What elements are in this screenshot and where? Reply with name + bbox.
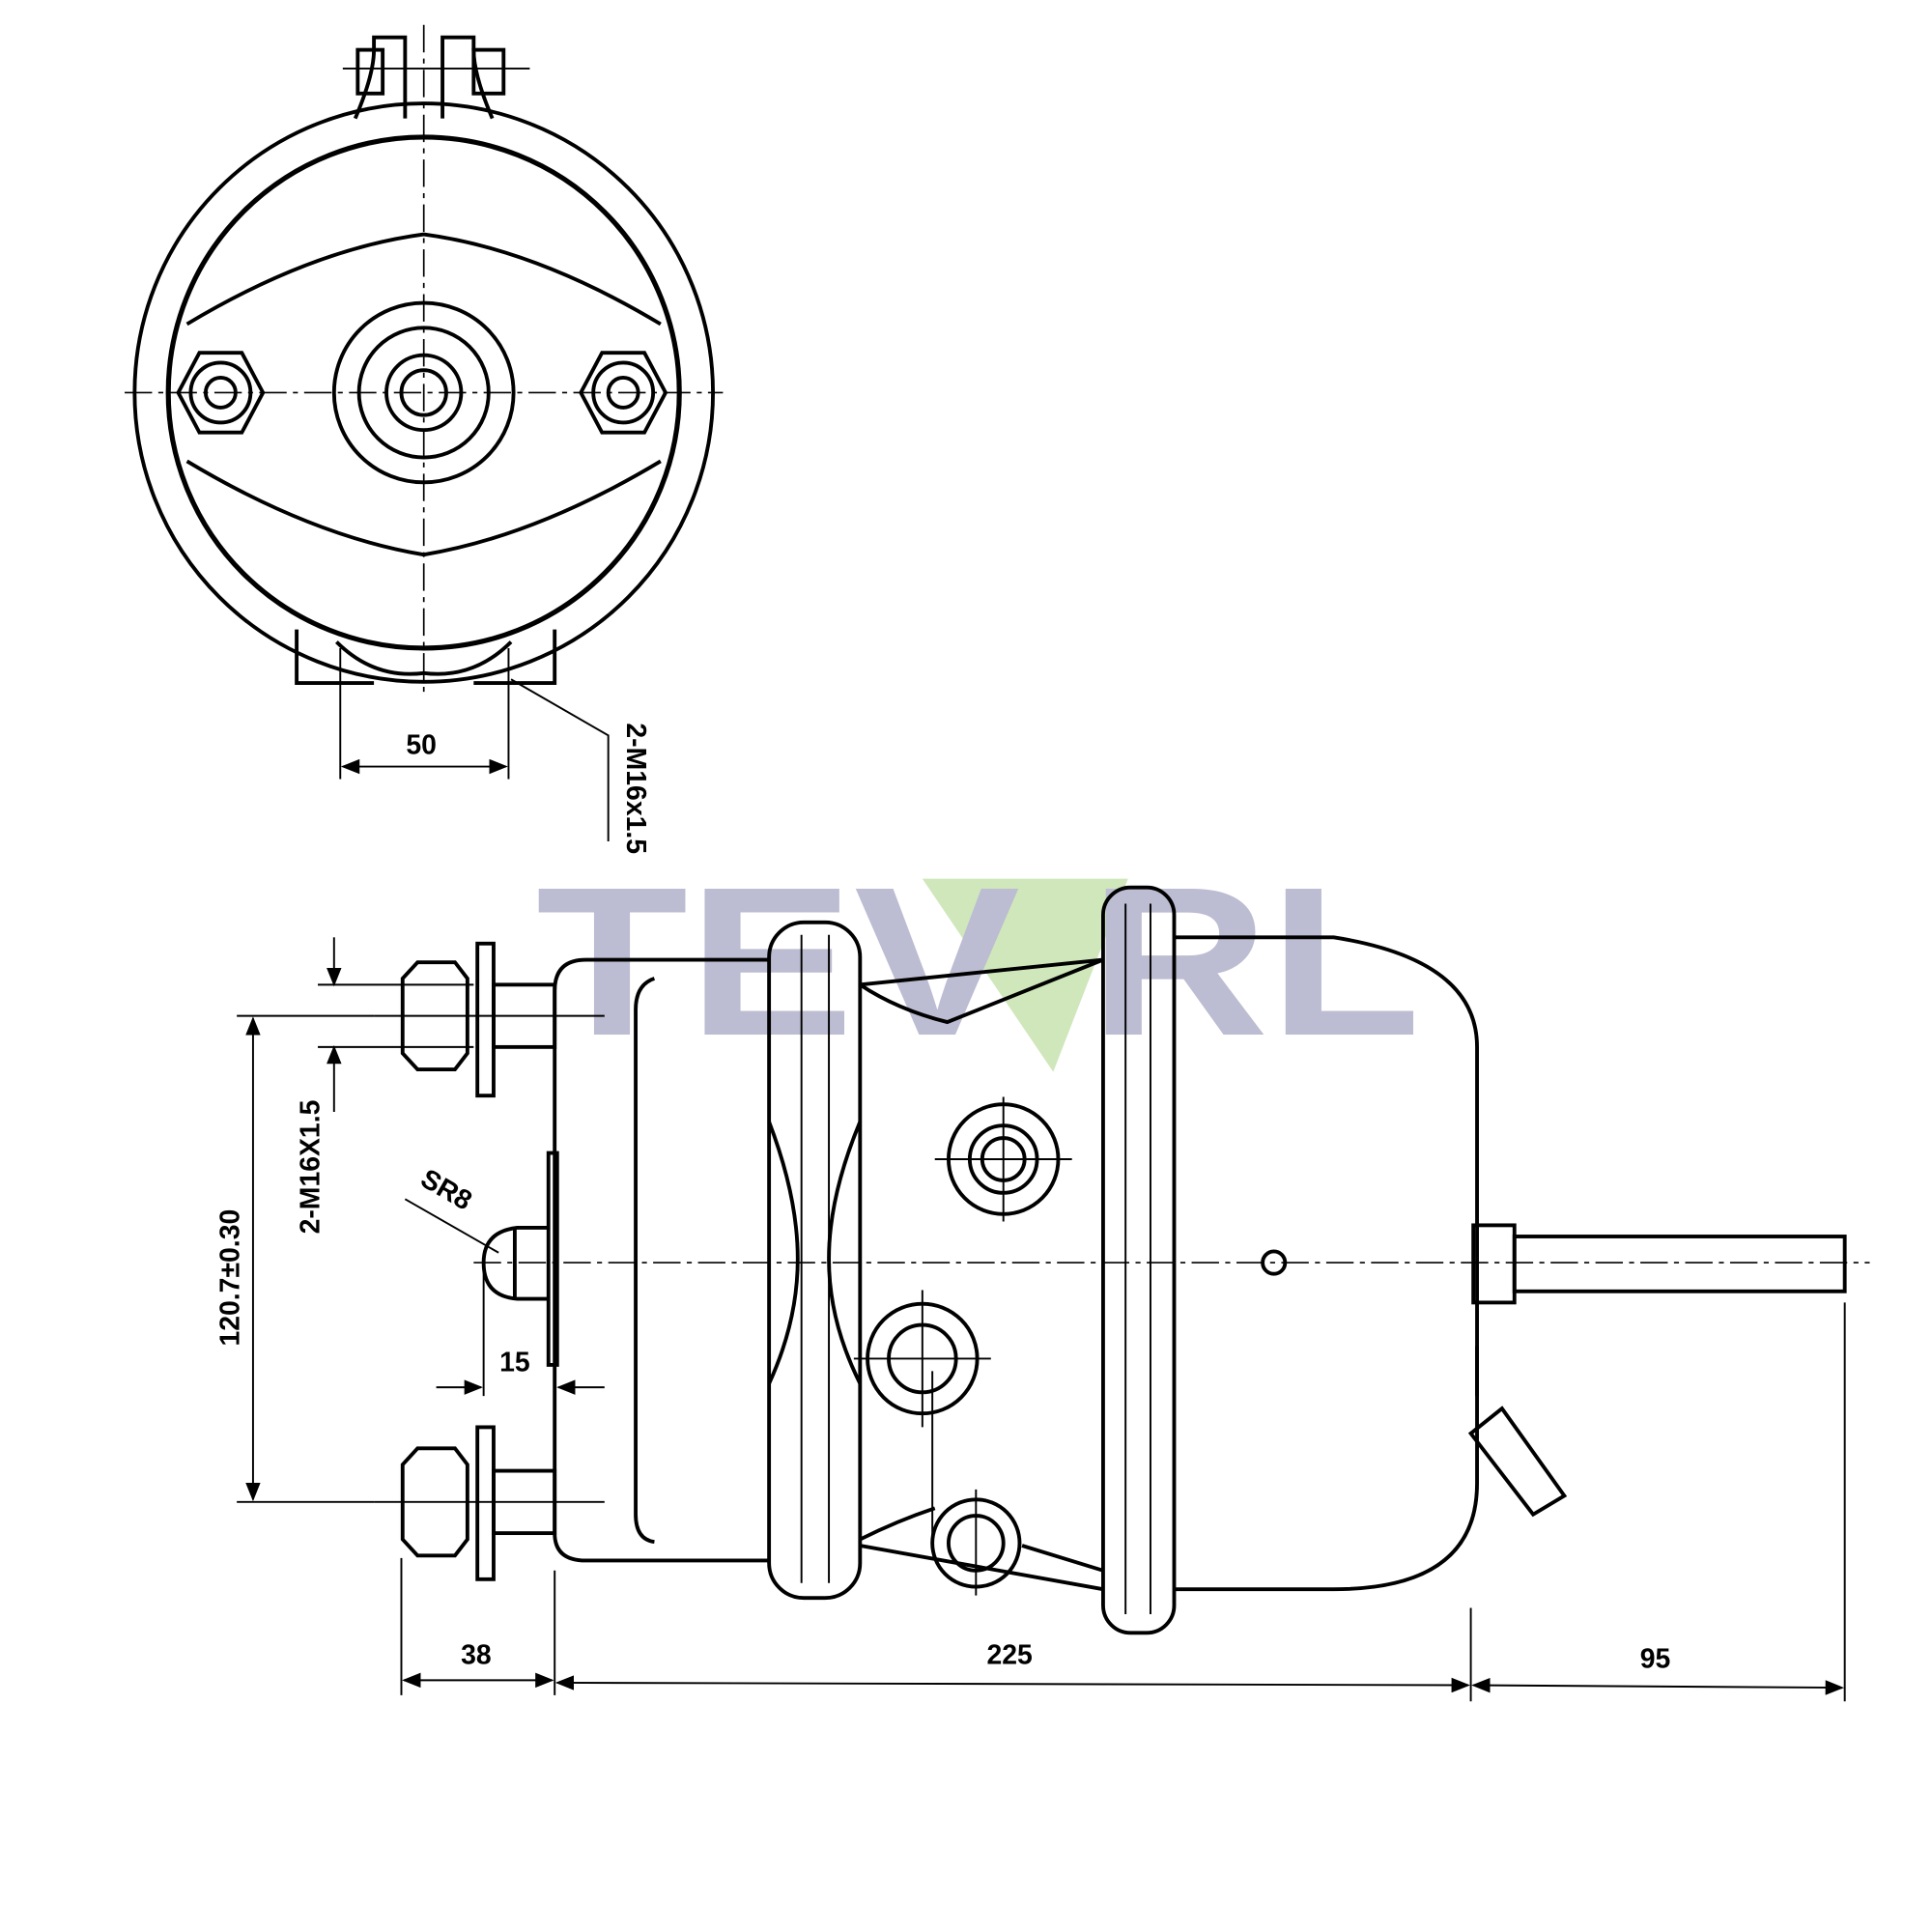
port-upper <box>934 1096 1072 1222</box>
thread-label-side: 2-M16X1.5 <box>295 1100 326 1235</box>
stud-length-label: 38 <box>461 1640 492 1671</box>
stud-spacing-label: 120.7±0.30 <box>215 1209 246 1347</box>
top-view: 50 2-M16x1.5 <box>125 24 724 854</box>
dome-dim-label: 15 <box>499 1347 530 1378</box>
body-length-label: 225 <box>986 1640 1032 1671</box>
side-view: 120.7±0.30 2-M16X1.5 SR8 15 38 225 95 <box>215 885 1870 1702</box>
watermark-logo: TEV RL <box>536 843 1421 1080</box>
port-middle <box>853 1290 991 1428</box>
dim-width-label: 50 <box>406 730 437 761</box>
stud-upper <box>374 941 605 1098</box>
radius-label: SR8 <box>415 1163 477 1216</box>
stud-lower <box>374 1425 605 1581</box>
thread-label-top: 2-M16x1.5 <box>620 723 651 854</box>
push-rod <box>1471 1223 1847 1305</box>
port-lower <box>930 1489 1022 1596</box>
rod-length-label: 95 <box>1640 1643 1671 1674</box>
